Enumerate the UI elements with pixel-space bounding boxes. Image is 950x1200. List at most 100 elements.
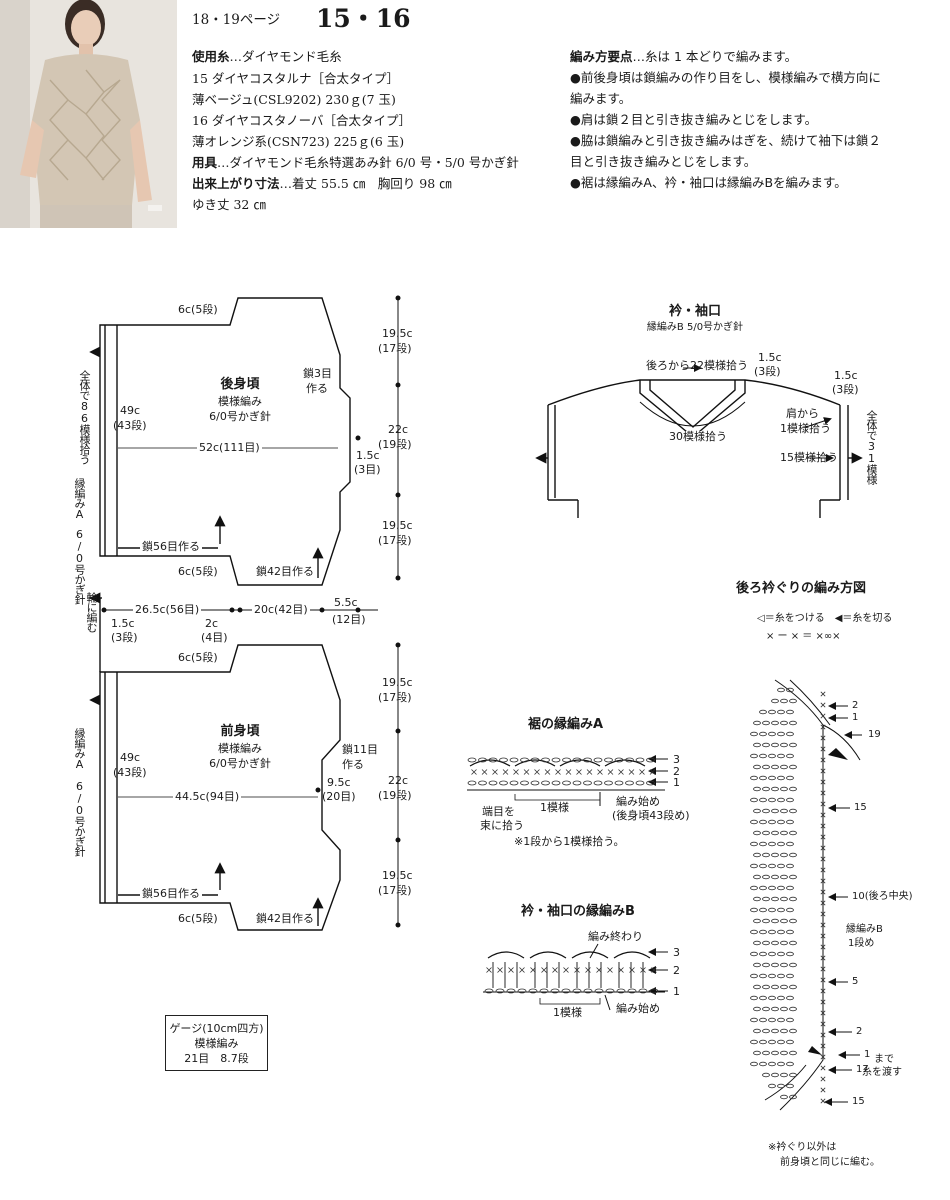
front-bottom-width: 6c(5段)	[178, 912, 218, 925]
back-height: 49c	[120, 404, 141, 417]
measure-5-5: 5.5c	[334, 596, 358, 609]
model-photo	[0, 0, 177, 228]
front-dim-2: 22c	[388, 774, 409, 787]
points-line: ●裾は縁編みA、衿・袖口は縁編みBを編みます。	[570, 175, 847, 190]
back-shoulder: 1.5c	[356, 449, 380, 462]
front-hook: 6/0号かぎ針	[209, 757, 271, 770]
measure-2: 2c	[205, 617, 219, 630]
collar-shoulder-pickup: 1模様拾う	[780, 422, 831, 435]
front-dim-2-rows: (19段)	[378, 789, 412, 802]
spec-finished-size: 出来上がり寸法…着丈 55.5 ㎝ 胸回り 98 ㎝	[192, 176, 452, 191]
back-title: 後身頃	[220, 377, 260, 392]
measure-1-5-rows: (3段)	[111, 631, 138, 644]
gauge-values: 21目 8.7段	[184, 1052, 249, 1065]
back-pickup-vertical: 全体で86模様拾う	[78, 370, 91, 464]
page-reference: 18・19ページ	[192, 12, 281, 28]
spec-yarn-15: 15 ダイヤコスタルナ［合太タイプ］	[192, 71, 400, 86]
neck-row-5: 5	[852, 976, 859, 987]
neck-row-19: 19	[868, 729, 881, 740]
neck-row-15a: 15	[854, 802, 867, 813]
front-dim-1: 19.5c	[382, 676, 413, 689]
front-body-outline	[99, 644, 341, 931]
collar-total-vertical: 全体で31模様	[865, 410, 878, 484]
front-neck: 9.5c	[327, 776, 351, 789]
hem-a-start-note: (後身頃43段め)	[612, 809, 690, 822]
front-neck-rows: (20目)	[322, 790, 356, 803]
back-pattern: 模様編み	[218, 395, 262, 408]
front-pattern: 模様編み	[218, 742, 262, 755]
points-line: 目と引き抜き編みとじをします。	[570, 154, 757, 169]
back-dim-2-rows: (19段)	[378, 438, 412, 451]
collar-15-pickup: 15模様拾う	[780, 451, 838, 464]
points-line: ●肩は鎖２目と引き抜き編みとじをします。	[570, 112, 818, 127]
spec-yarn-16: 16 ダイヤコスタノーバ［合太タイプ］	[192, 113, 412, 128]
spec-color-16: 薄オレンジ系(CSN723) 225ｇ(6 玉)	[192, 134, 405, 149]
front-dim-3-rows: (17段)	[378, 884, 412, 897]
back-top-width: 6c(5段)	[178, 303, 218, 316]
back-dim-3-rows: (17段)	[378, 534, 412, 547]
measure-20: 20c(42目)	[252, 603, 310, 616]
neck-chart-legend-2: × ー × ＝ ×∞×	[766, 631, 841, 642]
points-line: ●前後身頃は鎖編みの作り目をし、模様編みで横方向に	[570, 70, 881, 85]
spec-yarn: 使用糸…ダイヤモンド毛糸	[192, 49, 342, 64]
hem-a-start: 編み始め	[616, 795, 660, 808]
border-b-start: 編み始め	[616, 1002, 660, 1015]
collar-shoulder-from: 肩から	[786, 407, 819, 420]
back-height-rows: (43段)	[113, 419, 147, 432]
front-border-hook-vertical: 6/0号かぎ針	[73, 780, 86, 856]
model-figure	[0, 0, 177, 228]
back-bottom-width: 6c(5段)	[178, 565, 218, 578]
neck-carry-yarn: 糸を渡す	[862, 1067, 902, 1078]
hem-a-edge-pickup: 束に拾う	[480, 819, 524, 832]
hem-a-row-1: 1	[673, 776, 680, 789]
border-b-unit: 1模様	[553, 1006, 582, 1019]
points-title: 編み方要点…糸は 1 本どりで編みます。	[570, 49, 798, 64]
back-dim-1-rows: (17段)	[378, 342, 412, 355]
back-dim-3: 19.5c	[382, 519, 413, 532]
neck-row-1b: 1	[864, 1049, 871, 1060]
collar-back-30: 30模様拾う	[667, 430, 729, 443]
back-hook: 6/0号かぎ針	[209, 410, 271, 423]
neck-border-b: 縁編みB	[846, 924, 883, 935]
front-chain11-make: 作る	[342, 758, 364, 771]
back-chain3: 鎖3目	[303, 367, 332, 380]
hem-a-title: 裾の縁編みA	[528, 717, 604, 732]
front-border-a-vertical: 縁編みA	[73, 728, 86, 770]
dimension-dots	[101, 295, 401, 928]
neck-border-b-row: 1段め	[848, 938, 875, 949]
neck-chart-legend-1: ◁＝糸をつける ◀＝糸を切る	[757, 613, 893, 624]
border-b-title: 衿・袖口の縁編みB	[521, 904, 635, 919]
front-chain56: 鎖56目作る	[140, 887, 202, 900]
collar-outline	[547, 379, 841, 406]
neck-row-1a: 1	[852, 712, 859, 723]
spec-color-15: 薄ベージュ(CSL9202) 230ｇ(7 玉)	[192, 92, 396, 107]
cut-yarn-mark	[828, 748, 848, 760]
front-title: 前身頃	[220, 724, 260, 739]
neck-chart-title: 後ろ衿ぐりの編み方図	[736, 581, 867, 596]
back-dim-1: 19.5c	[382, 327, 413, 340]
gauge-box: ゲージ(10cm四方) 模様編み 21目 8.7段	[165, 1015, 268, 1071]
points-line: 編みます。	[570, 91, 632, 106]
neck-row-10: 10(後ろ中央)	[852, 891, 913, 902]
collar-subtitle: 縁編みB 5/0号かぎ針	[646, 322, 744, 333]
back-body-outline	[99, 297, 351, 586]
back-width: 52c(111目)	[197, 441, 262, 454]
ring-knit-vertical: 輪に編む	[85, 592, 98, 632]
front-chain42: 鎖42目作る	[256, 912, 314, 925]
hem-a-row-2: 2	[673, 765, 680, 778]
hem-a-note: ※1段から1模様拾う。	[514, 835, 625, 848]
measure-26-5: 26.5c(56目)	[133, 603, 202, 616]
back-shoulder-rows: (3目)	[354, 463, 381, 476]
front-height-rows: (43段)	[113, 766, 147, 779]
measure-2-rows: (4目)	[201, 631, 228, 644]
neck-row-17: 17	[856, 1064, 869, 1075]
border-b-row-3: 3	[673, 946, 680, 959]
pattern-number: 15・16	[316, 4, 411, 33]
points-line: ●脇は鎖編みと引き抜き編みはぎを、続けて袖下は鎖２	[570, 133, 881, 148]
border-b-row-1: 1	[673, 985, 680, 998]
collar-w1: 1.5c	[758, 351, 782, 364]
spec-sleeve-length: ゆき丈 32 ㎝	[192, 197, 266, 212]
border-b-row-2: 2	[673, 964, 680, 977]
